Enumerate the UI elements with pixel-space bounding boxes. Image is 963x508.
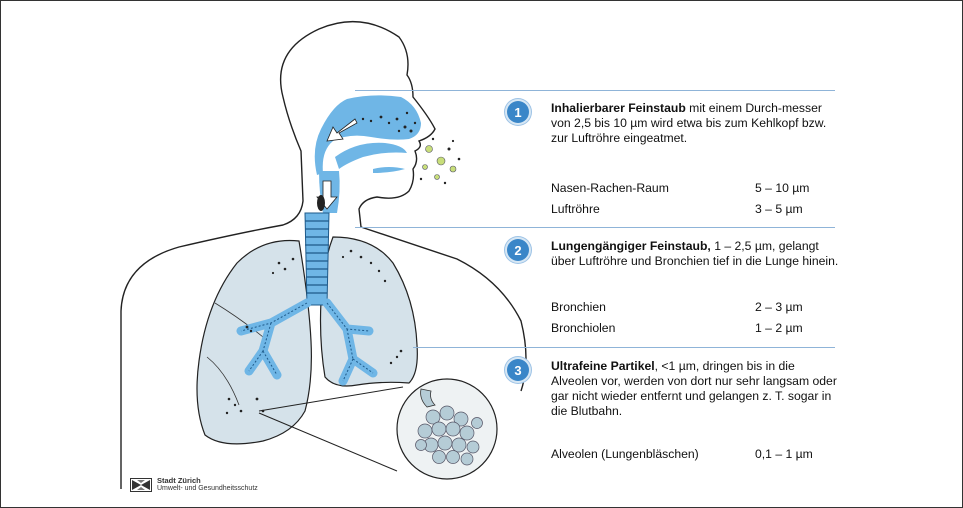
city-crest-icon: [130, 478, 152, 492]
row-value: 5 – 10 µm: [755, 181, 809, 196]
section-1-title: Inhalierbarer Feinstaub: [551, 101, 686, 115]
section-3-description: Ultrafeine Partikel, <1 µm, dringen bis …: [551, 359, 841, 419]
section-1-badge: 1: [507, 101, 529, 123]
row-label: Bronchien: [551, 300, 606, 315]
upper-airways: [315, 95, 421, 213]
row-label: Nasen-Rachen-Raum: [551, 181, 669, 196]
rule-section-2: [355, 227, 835, 228]
section-2-badge: 2: [507, 239, 529, 261]
row-value: 0,1 – 1 µm: [755, 447, 813, 462]
section-1-description: Inhalierbarer Feinstaub mit einem Durch-…: [551, 101, 841, 146]
section-3-badge: 3: [507, 359, 529, 381]
row-label: Luftröhre: [551, 202, 600, 217]
logo-line-2: Umwelt- und Gesundheitsschutz: [157, 485, 258, 493]
logo-line-1: Stadt Zürich: [157, 477, 258, 485]
alveoli-magnification: [397, 379, 497, 479]
section-3-title: Ultrafeine Partikel: [551, 359, 655, 373]
rule-section-1: [355, 90, 835, 91]
stadt-zuerich-logo: Stadt Zürich Umwelt- und Gesundheitsschu…: [130, 477, 258, 493]
larynx: [317, 195, 325, 211]
trachea: [305, 213, 329, 305]
row-value: 3 – 5 µm: [755, 202, 803, 217]
row-value: 1 – 2 µm: [755, 321, 803, 336]
row-value: 2 – 3 µm: [755, 300, 803, 315]
row-label: Alveolen (Lungenbläschen): [551, 447, 699, 462]
row-label: Bronchiolen: [551, 321, 615, 336]
right-lung: [197, 240, 311, 443]
section-2-title: Lungengängiger Feinstaub,: [551, 239, 711, 253]
section-2-description: Lungengängiger Feinstaub, 1 – 2,5 µm, ge…: [551, 239, 841, 269]
rule-section-3: [413, 347, 835, 348]
palate: [335, 143, 407, 169]
inhaled-particles: [420, 138, 461, 184]
mouth: [373, 167, 405, 173]
